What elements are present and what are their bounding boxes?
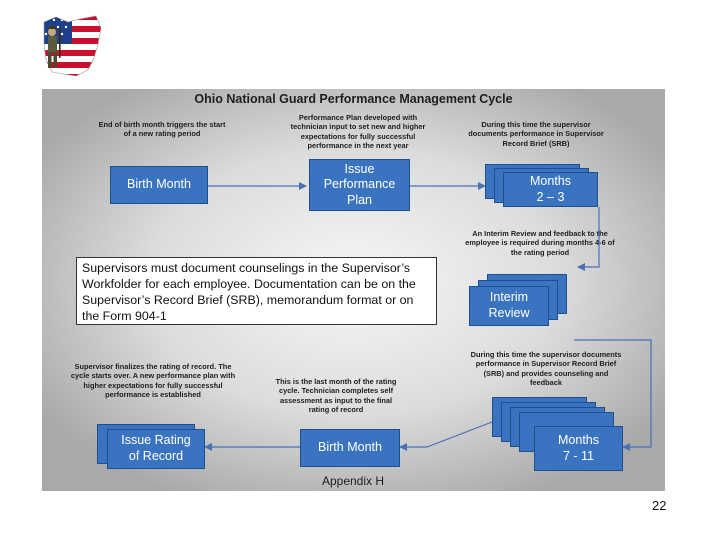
issue-performance-plan-box: Issue Performance Plan <box>309 159 410 211</box>
diagram-title: Ohio National Guard Performance Manageme… <box>194 92 513 106</box>
arrow-interim-to-months-7-11 <box>574 339 652 451</box>
note-plan-developed: Performance Plan developed with technici… <box>290 113 426 150</box>
months-2-3-box: Months 2 – 3 <box>503 172 598 207</box>
note-birth-month-trigger: End of birth month triggers the start of… <box>98 120 226 139</box>
birth-month-bottom-box: Birth Month <box>300 429 400 467</box>
cycle-arrows <box>204 182 652 451</box>
slide-number: 22 <box>652 498 667 513</box>
note-supervisor-finalizes: Supervisor finalizes the rating of recor… <box>70 362 236 399</box>
ohio-flag-soldier-logo <box>43 15 102 77</box>
note-interim-required: An Interim Review and feedback to the em… <box>465 229 615 257</box>
note-last-month: This is the last month of the rating cyc… <box>275 377 397 414</box>
arrow-months-to-interim <box>577 207 600 271</box>
minuteman-soldier-icon <box>47 26 61 68</box>
birth-month-top-box: Birth Month <box>110 166 208 204</box>
arrow-months-to-birth-bottom <box>399 421 493 451</box>
note-supervisor-documents-1: During this time the supervisor document… <box>468 120 604 148</box>
interim-review-box: Interim Review <box>469 286 549 326</box>
appendix-label: Appendix H <box>321 474 385 488</box>
months-7-11-box: Months 7 - 11 <box>534 426 623 471</box>
diagram-panel: Ohio National Guard Performance Manageme… <box>42 89 665 491</box>
issue-rating-box: Issue Rating of Record <box>107 429 205 469</box>
note-supervisor-documents-2: During this time the supervisor document… <box>470 350 622 387</box>
documentation-requirement-text: Supervisors must document counselings in… <box>76 257 437 325</box>
